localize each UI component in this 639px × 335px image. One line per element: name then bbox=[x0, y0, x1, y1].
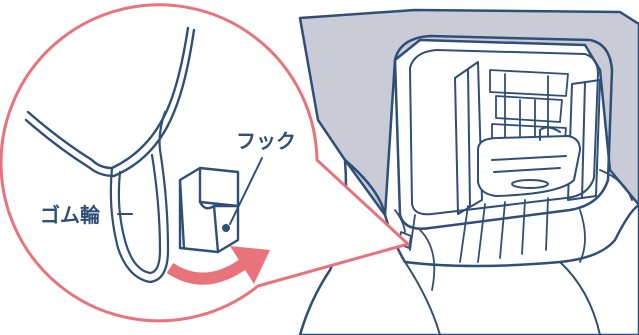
hook-label: フック bbox=[236, 129, 296, 153]
rubber-band-label: ゴム輪 bbox=[40, 203, 101, 227]
hook-illustration bbox=[180, 168, 238, 252]
seat-center-block bbox=[478, 127, 580, 196]
hook-dot bbox=[222, 224, 230, 232]
seat-back-illustration bbox=[300, 10, 639, 335]
seat-lower-straps bbox=[410, 198, 548, 290]
